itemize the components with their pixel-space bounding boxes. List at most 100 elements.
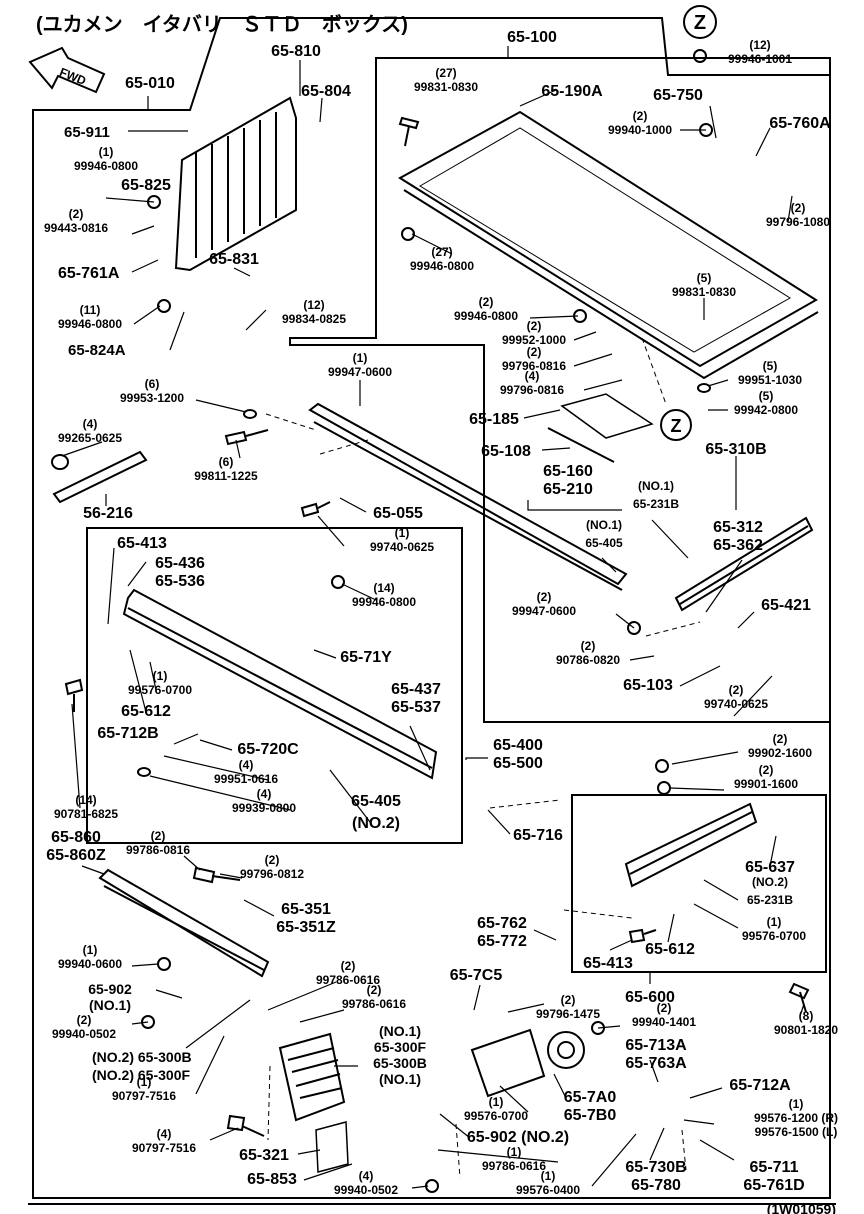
bolt-icon — [628, 928, 657, 944]
callout-text: 99786-0616 — [482, 1159, 546, 1173]
callout-text: 65-7B0 — [564, 1107, 617, 1124]
callout-c67: (2)99796-0812 — [240, 853, 304, 881]
callout-text: 65-231B — [633, 497, 679, 511]
callout-text: (NO.2) — [352, 815, 400, 832]
callout-c80: 65-7C5 — [450, 967, 503, 984]
callout-text: 99576-0700 — [128, 683, 192, 697]
callout-c28: (5)99942-0800 — [734, 389, 798, 417]
callout-text: 99951-1030 — [738, 373, 802, 387]
callout-text: (NO.1) — [638, 479, 674, 493]
callout-text: (8) — [799, 1009, 814, 1023]
callout-text: (2) — [527, 345, 542, 359]
callout-text: 65-100 — [507, 29, 557, 46]
callout-text: 65-537 — [391, 699, 441, 716]
callout-text: 99946-0800 — [74, 159, 138, 173]
rear-bumper-icon — [98, 868, 270, 978]
callout-text: (4) — [257, 787, 272, 801]
callout-c16: 65-190A — [541, 83, 603, 100]
callout-text: 65-413 — [117, 535, 167, 552]
callout-text: 99811-1225 — [194, 469, 258, 483]
callout-text: 65-312 — [713, 519, 763, 536]
callout-text: 65-160 — [543, 463, 593, 480]
callout-text: (1) — [489, 1095, 504, 1109]
callout-text: 65-902 (NO.2) — [467, 1129, 569, 1146]
callout-text: 65-436 — [155, 555, 205, 572]
callout-text: (4) — [525, 369, 540, 383]
callout-text: 65-310B — [705, 441, 766, 458]
callout-text: 99796-0816 — [500, 383, 564, 397]
callout-c20: (2)99796-1080 — [766, 201, 830, 229]
callout-text: 65-405 — [585, 536, 623, 550]
callout-text: (2) — [561, 993, 576, 1007]
nut-icon — [157, 957, 171, 971]
callout-c59: (2)99902-1600 — [748, 732, 812, 760]
callout-text: 65-421 — [761, 597, 811, 614]
callout-c60: (2)99901-1600 — [734, 763, 798, 791]
callout-text: (2) — [367, 983, 382, 997]
bolt-icon — [788, 982, 810, 1013]
callout-c77: 65-600 — [625, 989, 675, 1006]
callout-text: 99940-1401 — [632, 1015, 696, 1029]
callout-c5: (1)99946-0800 — [74, 145, 138, 173]
callout-text: 65-362 — [713, 537, 763, 554]
callout-text: 65-772 — [477, 933, 527, 950]
callout-text: 56-216 — [83, 505, 133, 522]
callout-c43: 65-413 — [117, 535, 167, 552]
callout-c81: (2)99796-1475 — [536, 993, 600, 1021]
callout-text: 99831-0830 — [414, 80, 478, 94]
callout-text: 65-720C — [237, 741, 299, 758]
callout-text: 99443-0816 — [44, 221, 108, 235]
callout-text: 65-825 — [121, 177, 171, 194]
callout-text: 99576-1500 (L) — [755, 1125, 838, 1139]
callout-text: (1) — [83, 943, 98, 957]
callout-c6: 65-825 — [121, 177, 171, 194]
callout-text: 65-010 — [125, 75, 175, 92]
callout-c38: 56-216 — [83, 505, 133, 522]
callout-c95: 65-321 — [239, 1147, 289, 1164]
callout-text: (2) — [633, 109, 648, 123]
callout-text: 99901-1600 — [734, 777, 798, 791]
callout-text: (NO.1) — [89, 997, 131, 1013]
callout-text: 99902-1600 — [748, 746, 812, 760]
callout-text: 99786-0616 — [316, 973, 380, 987]
callout-text: 65-713A — [625, 1037, 687, 1054]
callout-text: 99940-1000 — [608, 123, 672, 137]
callout-text: (2) — [479, 295, 494, 309]
callout-c74: 65-612 — [645, 941, 695, 958]
callout-text: (NO.2) 65-300F — [92, 1067, 190, 1083]
callout-text: (12) — [749, 38, 770, 52]
callout-c61: (4)99939-0800 — [232, 787, 296, 815]
callout-text: 99740-0625 — [704, 697, 768, 711]
nut-icon — [331, 575, 345, 589]
callout-c84: (2)99940-1401 — [632, 1001, 696, 1029]
nut-icon — [627, 621, 641, 635]
z-marker-lower-icon: Z — [660, 409, 692, 441]
callout-c78: 65-902(NO.1) — [88, 981, 132, 1013]
callout-text: 99576-0700 — [742, 929, 806, 943]
callout-text: 99940-0502 — [334, 1183, 398, 1197]
callout-c27: (5)99951-1030 — [738, 359, 802, 387]
callout-text: 65-712A — [729, 1077, 791, 1094]
callout-c40: (1)99740-0625 — [370, 526, 434, 554]
callout-c9: 65-831 — [209, 251, 259, 268]
callout-text: 99796-0812 — [240, 867, 304, 881]
callout-text: 65-911 — [64, 124, 110, 141]
callout-text: 65-831 — [209, 251, 259, 268]
callout-text: 99576-0400 — [516, 1183, 580, 1197]
callout-text: 65-716 — [513, 827, 563, 844]
washer-icon — [697, 383, 711, 393]
nut-icon — [655, 759, 669, 773]
callout-text: 99796-1475 — [536, 1007, 600, 1021]
callout-text: 90786-0820 — [556, 653, 620, 667]
callout-c64: 65-716 — [513, 827, 563, 844]
callout-text: 65-860 — [51, 829, 101, 846]
callout-c36: 65-310B — [705, 441, 766, 458]
callout-c92: (1)99576-1200 (R)99576-1500 (L) — [754, 1097, 838, 1139]
washer-icon — [243, 409, 257, 419]
